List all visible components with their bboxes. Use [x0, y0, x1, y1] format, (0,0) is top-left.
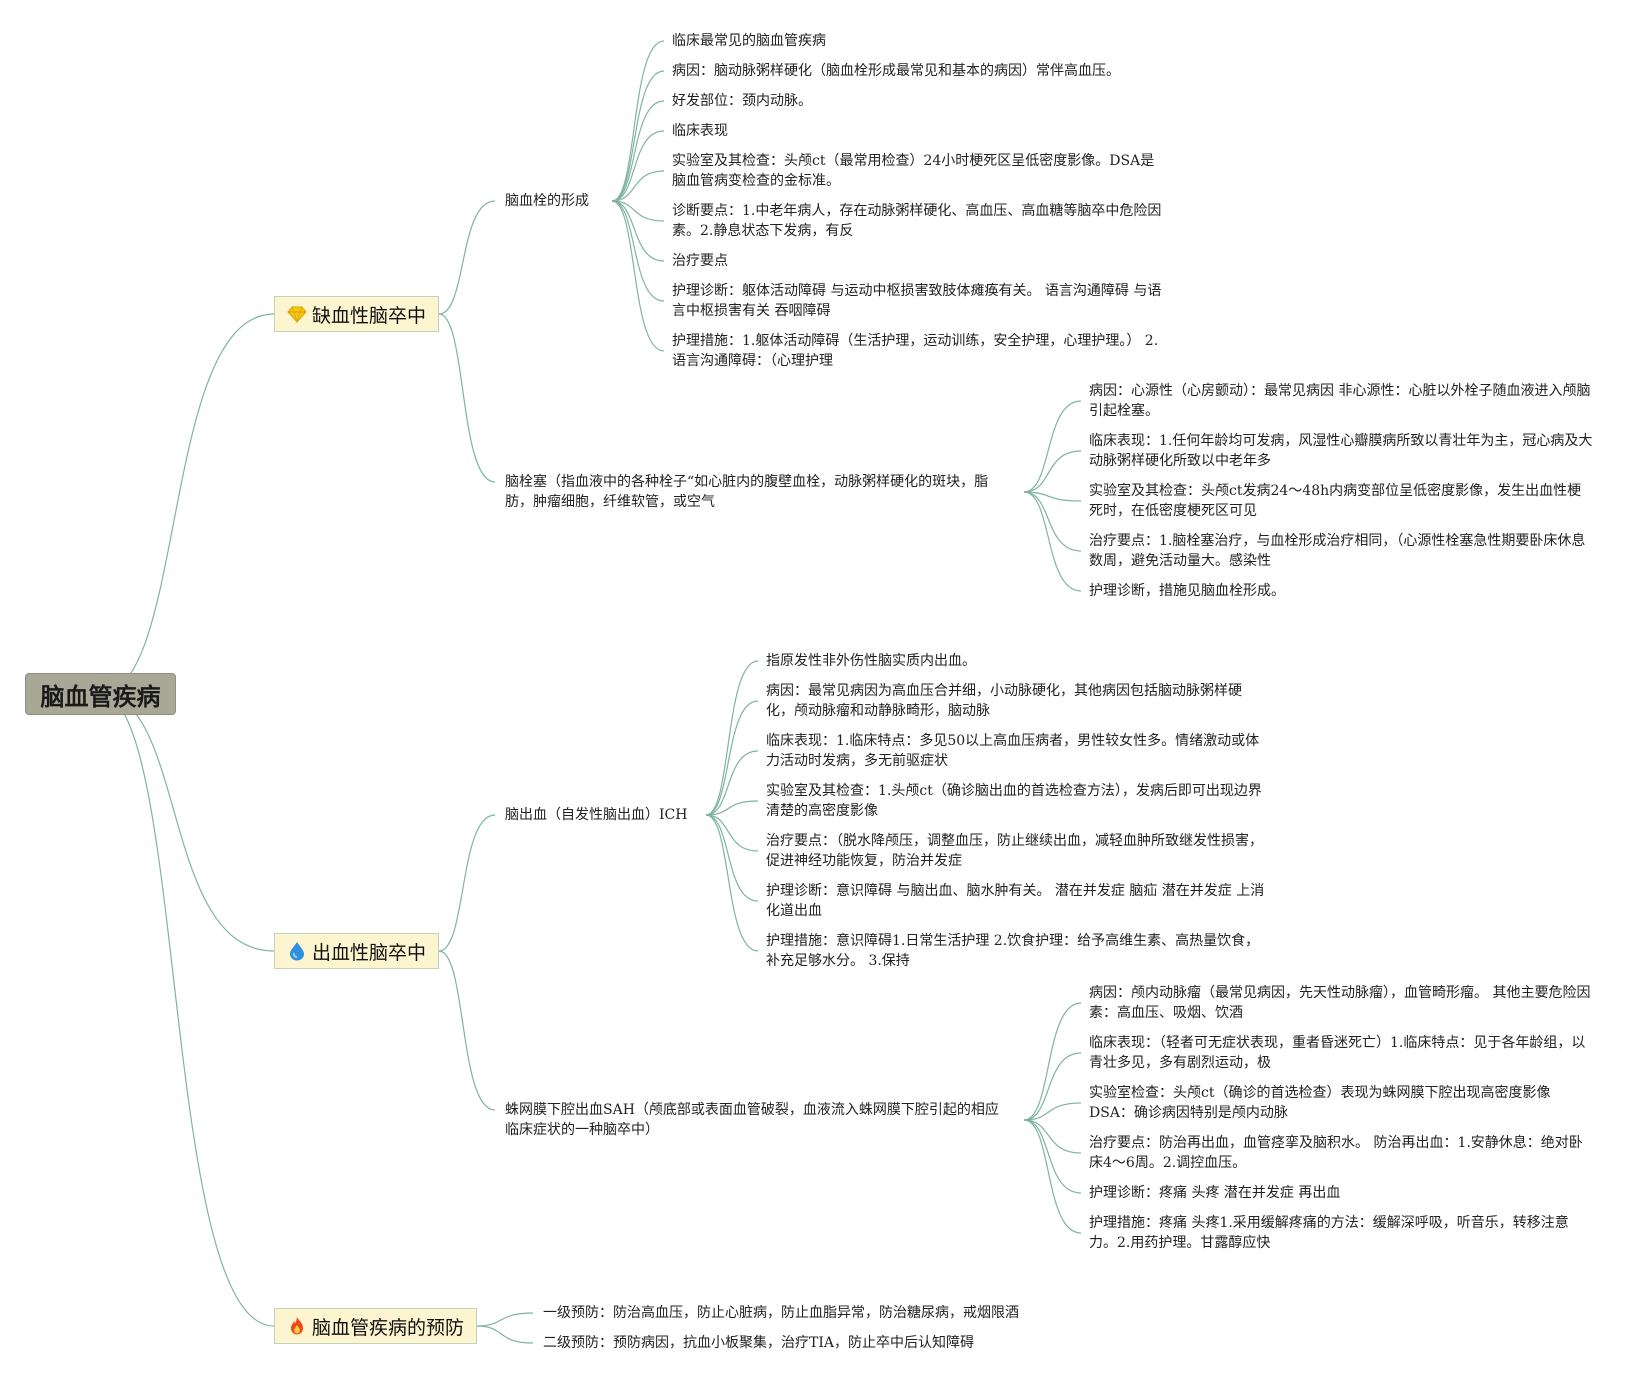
root-topic[interactable]: 脑血管疾病: [25, 673, 176, 715]
item-connector: [1023, 1002, 1082, 1121]
branch-prevention[interactable]: 脑血管疾病的预防: [274, 1308, 477, 1344]
branch-label: 出血性脑卒中: [311, 941, 426, 964]
list-item[interactable]: 好发部位：颈内动脉。: [672, 93, 812, 109]
list-item[interactable]: 护理措施：疼痛 头疼1.采用缓解疼痛的方法：缓解深呼吸，听音乐，转移注意力。2.…: [1089, 1215, 1569, 1251]
list-item[interactable]: 二级预防：预防病因，抗血小板聚集，治疗TIA，防止卒中后认知障碍: [543, 1335, 974, 1351]
list-item[interactable]: 护理诊断：意识障碍 与脑出血、脑水肿有关。 潜在并发症 脑疝 潜在并发症 上消化…: [766, 883, 1265, 919]
list-item[interactable]: 临床表现：（轻者可无症状表现，重者昏迷死亡）1.临床特点：见于各年龄组，以青壮多…: [1089, 1035, 1586, 1071]
item-connector: [611, 200, 665, 222]
item-connector: [705, 814, 759, 852]
item-connector: [705, 800, 759, 816]
branch-label: 脑血管疾病的预防: [311, 1316, 464, 1339]
water-drop-icon: [289, 942, 304, 961]
list-item[interactable]: 病因：颅内动脉瘤（最常见病因，先天性动脉瘤），血管畸形瘤。 其他主要危险因素：高…: [1089, 985, 1591, 1021]
list-item[interactable]: 护理诊断，措施见脑血栓形成。: [1089, 583, 1285, 599]
item-connector: [1023, 1102, 1082, 1121]
branch-ischemic-stroke[interactable]: 缺血性脑卒中: [274, 296, 439, 332]
item-connector: [1023, 491, 1082, 552]
fire-icon: [290, 1317, 303, 1335]
list-item[interactable]: 护理诊断：疼痛 头疼 潜在并发症 再出血: [1089, 1185, 1341, 1201]
root-branch-connector: [99, 313, 275, 695]
list-item[interactable]: 治疗要点：1.脑栓塞治疗，与血栓形成治疗相同，（心源性栓塞急性期要卧床休息数周，…: [1089, 533, 1586, 569]
list-item[interactable]: 一级预防：防治高血压，防止心脏病，防止血脂异常，防治糖尿病，戒烟限酒: [543, 1305, 1019, 1321]
item-connector: [1023, 400, 1082, 493]
list-item[interactable]: 护理措施：意识障碍1.日常生活护理 2.饮食护理：给予高维生素、高热量饮食，补充…: [766, 933, 1260, 969]
item-connector: [611, 130, 665, 202]
list-item[interactable]: 临床表现：1.任何年龄均可发病，风湿性心瓣膜病所致以青壮年为主，冠心病及大动脉粥…: [1089, 433, 1593, 469]
item-connector: [705, 814, 759, 902]
sub-thrombus[interactable]: 脑血栓的形成: [505, 193, 589, 209]
list-item[interactable]: 护理措施：1.躯体活动障碍（生活护理，运动训练，安全护理，心理护理。） 2.语言…: [672, 333, 1159, 369]
list-item[interactable]: 临床表现：1.临床特点：多见50以上高血压病者，男性较女性多。情绪激动或体力活动…: [766, 733, 1260, 769]
item-connector: [1023, 491, 1082, 592]
root-branch-connector: [99, 693, 275, 1327]
branch-label: 缺血性脑卒中: [311, 304, 426, 327]
list-item[interactable]: 实验室检查：头颅ct（确诊的首选检查）表现为蛛网膜下腔出现高密度影像 DSA：确…: [1089, 1085, 1551, 1121]
sub-sah[interactable]: 蛛网膜下腔出血SAH（颅底部或表面血管破裂，血液流入蛛网膜下腔引起的相应临床症状…: [505, 1102, 999, 1138]
item-connector: [1023, 1119, 1082, 1234]
item-connector: [1023, 1119, 1082, 1154]
list-item[interactable]: 治疗要点：（脱水降颅压，调整血压，防止继续出血，减轻血肿所致继发性损害，促进神经…: [766, 833, 1263, 869]
list-item[interactable]: 指原发性非外伤性脑实质内出血。: [766, 653, 976, 669]
list-item[interactable]: 诊断要点：1.中老年病人，存在动脉粥样硬化、高血压、高血糖等脑卒中危险因素。2.…: [672, 203, 1162, 239]
list-item[interactable]: 实验室及其检查：1.头颅ct（确诊脑出血的首选检查方法），发病后即可出现边界清楚…: [766, 783, 1262, 819]
item-connector: [1023, 491, 1082, 502]
sub-connector: [438, 313, 496, 483]
item-connector: [476, 1325, 534, 1344]
list-item[interactable]: 治疗要点：防治再出血，血管痉挛及脑积水。 防治再出血：1.安静休息：绝对卧床4～…: [1089, 1135, 1583, 1171]
sub-connector: [438, 200, 496, 315]
list-item[interactable]: 实验室及其检查：头颅ct发病24～48h内病变部位呈低密度影像，发生出血性梗死时…: [1089, 483, 1582, 519]
branch-hemorrhagic-stroke[interactable]: 出血性脑卒中: [274, 933, 439, 969]
gem-icon: [287, 306, 307, 324]
item-connector: [611, 100, 665, 202]
item-connector: [611, 200, 665, 352]
item-connector: [705, 750, 759, 816]
list-item[interactable]: 护理诊断：躯体活动障碍 与运动中枢损害致肢体瘫痪有关。 语言沟通障碍 与语言中枢…: [672, 283, 1162, 319]
item-connector: [611, 200, 665, 262]
list-item[interactable]: 治疗要点: [672, 253, 728, 269]
list-item[interactable]: 临床最常见的脑血管疾病: [672, 33, 826, 49]
list-item[interactable]: 病因：最常见病因为高血压合并细，小动脉硬化，其他病因包括脑动脉粥样硬化，颅动脉瘤…: [766, 683, 1242, 719]
item-connector: [611, 200, 665, 302]
item-connector: [1023, 450, 1082, 493]
sub-embolism[interactable]: 脑栓塞（指血液中的各种栓子“如心脏内的腹壁血栓，动脉粥样硬化的斑块，脂肪，肿瘤细…: [505, 474, 989, 510]
list-item[interactable]: 临床表现: [672, 123, 728, 139]
sub-ich[interactable]: 脑出血（自发性脑出血）ICH: [505, 807, 688, 823]
item-connector: [1023, 1052, 1082, 1121]
item-connector: [705, 814, 759, 952]
item-connector: [611, 170, 665, 202]
item-connector: [1023, 1119, 1082, 1194]
sub-connector: [438, 950, 496, 1111]
sub-connector: [438, 814, 496, 952]
item-connector: [705, 700, 759, 816]
root-branch-connector: [99, 693, 275, 952]
list-item[interactable]: 病因：心源性（心房颤动）：最常见病因 非心源性：心脏以外栓子随血液进入颅脑引起栓…: [1089, 383, 1591, 419]
item-connector: [476, 1312, 534, 1327]
item-connector: [705, 660, 759, 816]
item-connector: [611, 40, 665, 202]
item-connector: [611, 70, 665, 202]
list-item[interactable]: 病因：脑动脉粥样硬化（脑血栓形成最常见和基本的病因）常伴高血压。: [672, 63, 1120, 79]
list-item[interactable]: 实验室及其检查：头颅ct（最常用检查）24小时梗死区呈低密度影像。DSA是脑血管…: [672, 153, 1155, 189]
